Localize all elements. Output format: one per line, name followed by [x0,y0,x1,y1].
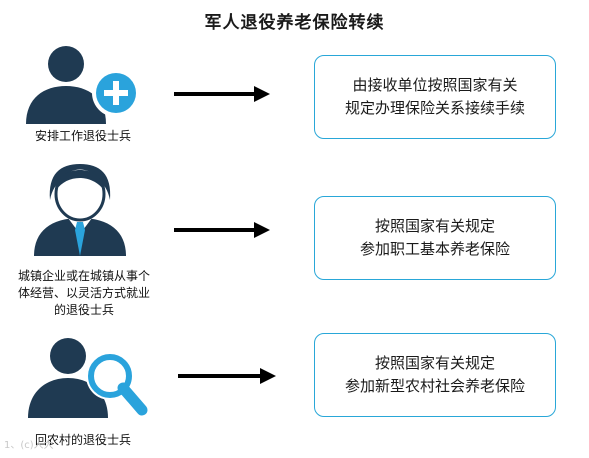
diagram-title: 军人退役养老保险转续 [204,13,385,33]
outcome-box-2: 按照国家有关规定 参加职工基本养老保险 [314,196,556,280]
row-3-caption: 回农村的退役士兵 [8,432,158,449]
box-line: 参加新型农村社会养老保险 [344,377,525,395]
person-tie-icon [30,160,130,258]
caption-line: 的退役士兵 [53,303,114,317]
person-magnifier-icon [24,330,154,420]
box-line: 按照国家有关规定 [374,354,495,372]
watermark: 1、(c)人大 [4,440,54,451]
caption-line: 安排工作退役士兵 [34,129,131,143]
caption-line: 城镇企业或在城镇从事个 [17,269,150,283]
row-1-caption: 安排工作退役士兵 [8,128,158,145]
outcome-box-1: 由接收单位按照国家有关 规定办理保险关系接续手续 [314,55,556,139]
box-line: 按照国家有关规定 [374,217,495,235]
person-plus-icon [18,36,142,126]
caption-line: 回农村的退役士兵 [34,433,131,447]
caption-line: 体经营、以灵活方式就业 [17,286,150,300]
row-2-caption: 城镇企业或在城镇从事个 体经营、以灵活方式就业 的退役士兵 [4,268,164,319]
box-line: 规定办理保险关系接续手续 [344,99,525,117]
arrow-right-icon [178,368,276,384]
box-line: 由接收单位按照国家有关 [352,76,518,94]
arrow-right-icon [174,86,270,102]
box-line: 参加职工基本养老保险 [359,240,510,258]
outcome-box-3: 按照国家有关规定 参加新型农村社会养老保险 [314,333,556,417]
arrow-right-icon [174,222,270,238]
